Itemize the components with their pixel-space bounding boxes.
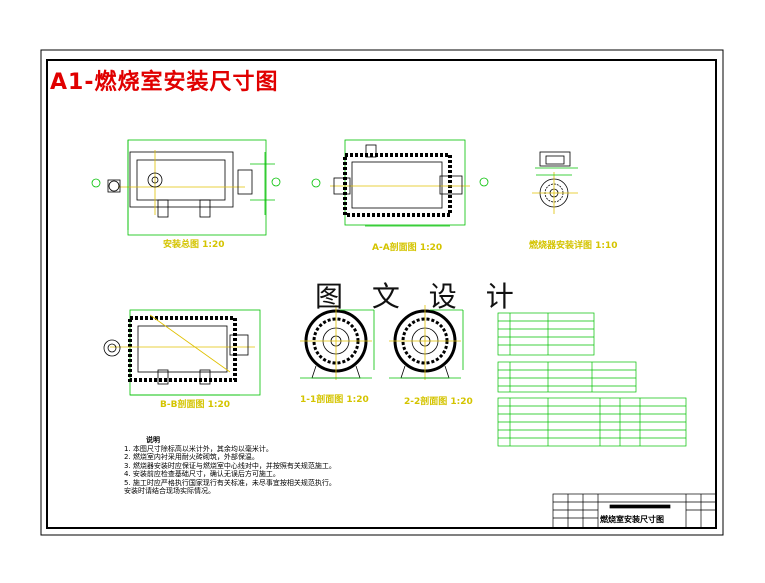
design-notes: 说明 1. 本图尺寸除标高以米计外，其余均以毫米计。 2. 燃烧室内衬采用耐火砖… — [124, 436, 336, 496]
view-burner-detail — [532, 151, 578, 214]
note-item: 2. 燃烧室内衬采用耐火砖砌筑，外部保温。 — [124, 453, 259, 461]
view-label-section-bb: B-B剖面图 1:20 — [160, 400, 230, 410]
view-label-section-22: 2-2剖面图 1:20 — [404, 397, 473, 407]
inner-frame — [46, 59, 717, 529]
outer-frame — [40, 49, 724, 536]
notes-heading: 说明 — [146, 436, 160, 444]
note-tail: 安装时请结合现场实际情况。 — [124, 487, 215, 495]
view-label-burner-detail: 燃烧器安装详图 1:10 — [529, 241, 618, 251]
note-item: 5. 施工时应严格执行国家现行有关标准，未尽事宜按相关规范执行。 — [124, 478, 336, 487]
view-installation-plan — [91, 139, 281, 236]
view-label-section-11: 1-1剖面图 1:20 — [300, 395, 369, 405]
watermark: 图 文 设 计 — [315, 280, 524, 313]
title-block-drawing-name: 燃烧室安装尺寸图 — [600, 515, 664, 524]
material-table-2 — [497, 361, 637, 393]
note-item: 4. 安装前应检查基础尺寸，确认无误后方可施工。 — [124, 470, 280, 478]
note-item: 1. 本图尺寸除标高以米计外，其余均以毫米计。 — [124, 444, 273, 453]
material-table-1 — [497, 312, 595, 356]
material-table-3 — [497, 397, 687, 447]
view-label-installation-plan: 安装总图 1:20 — [163, 240, 225, 250]
note-item: 3. 燃烧器安装时应保证与燃烧室中心线对中，并按照有关规范施工。 — [124, 461, 336, 470]
view-label-section-aa: A-A剖面图 1:20 — [372, 243, 443, 253]
title-block — [552, 493, 717, 529]
view-section-22 — [389, 305, 464, 380]
view-section-aa — [311, 139, 489, 227]
view-section-11 — [300, 305, 375, 380]
view-section-bb — [103, 309, 261, 396]
drawing-title: A1-燃烧室安装尺寸图 — [50, 70, 279, 95]
